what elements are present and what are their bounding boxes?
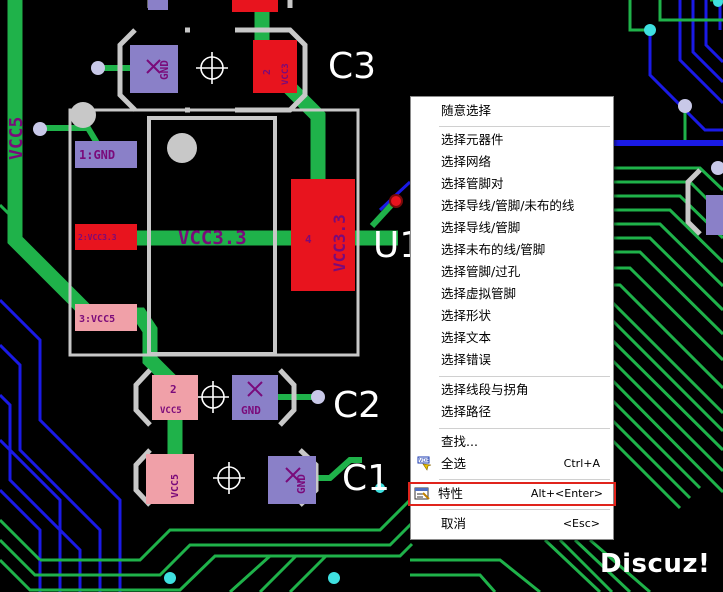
menu-item-select-segments-corners[interactable]: 选择线段与拐角: [441, 382, 529, 397]
c1-vcc-pad[interactable]: VCC5: [146, 454, 194, 504]
svg-text:VCC5: VCC5: [170, 474, 181, 498]
menu-item-select-shapes[interactable]: 选择形状: [441, 308, 492, 323]
menu-item-select-virtual-pins[interactable]: 选择虚拟管脚: [441, 286, 517, 301]
properties-icon: [414, 486, 431, 501]
menu-item-select-nets[interactable]: 选择网络: [441, 154, 492, 169]
watermark: Discuz!: [600, 549, 711, 579]
select-all-icon: VDR: [417, 456, 434, 471]
menu-item-select-text[interactable]: 选择文本: [441, 330, 492, 345]
top-red-pad: [232, 0, 278, 12]
c2-vcc-pad[interactable]: 2 VCC5: [152, 375, 198, 420]
svg-text:VDR: VDR: [419, 458, 430, 464]
menu-item-select-components[interactable]: 选择元器件: [441, 132, 504, 147]
c3-vcc-pad[interactable]: 2 VCC3: [253, 40, 297, 93]
svg-text:3:VCC5: 3:VCC5: [79, 314, 115, 325]
component-origins: [196, 52, 245, 494]
svg-text:2: 2: [262, 69, 273, 75]
menu-item-select-traces-pins[interactable]: 选择导线/管脚: [441, 220, 521, 235]
menu-item-select-pins-vias[interactable]: 选择管脚/过孔: [441, 264, 521, 279]
u1-pin3-pad[interactable]: 3:VCC5: [75, 304, 137, 331]
pin1-marker: [167, 133, 197, 163]
u1-pin1-pad[interactable]: 1:GND: [75, 141, 137, 168]
designator-c3: C3: [328, 46, 376, 87]
vias[interactable]: [33, 61, 723, 404]
menu-item-select-path[interactable]: 选择路径: [441, 404, 492, 419]
svg-text:VCC5: VCC5: [160, 406, 182, 416]
svg-text:1:GND: 1:GND: [79, 148, 115, 162]
menu-item-select-traces-pins-unrouted[interactable]: 选择导线/管脚/未布的线: [441, 198, 575, 213]
top-purple-pad: [148, 0, 168, 10]
svg-text:VCC3: VCC3: [281, 63, 291, 85]
c3-gnd-pad[interactable]: GND: [130, 45, 178, 93]
fiducial: [70, 102, 96, 128]
menu-item-find[interactable]: 查找...: [441, 434, 478, 449]
c2-gnd-pad[interactable]: GND: [232, 375, 278, 420]
net-label-vcc5: VCC5: [6, 117, 27, 160]
svg-text:2: 2: [170, 383, 177, 396]
menu-item-select-unrouted-pins[interactable]: 选择未布的线/管脚: [441, 242, 546, 257]
u1-pin4-pad[interactable]: 4: [291, 179, 355, 291]
net-label-vcc33: VCC3.3: [178, 227, 247, 249]
c1-gnd-pad[interactable]: GND: [268, 456, 316, 504]
designator-c2: C2: [333, 385, 381, 426]
cyan-vias[interactable]: [164, 0, 723, 584]
menu-item-cancel[interactable]: 取消<Esc>: [441, 516, 600, 531]
right-edge-pad: [706, 195, 723, 235]
designator-c1: C1: [342, 458, 390, 499]
menu-item-select-pin-pairs[interactable]: 选择管脚对: [441, 176, 504, 191]
net-label-vcc33-pad: VCC3.3: [330, 214, 349, 272]
svg-text:4: 4: [305, 233, 312, 246]
svg-text:GND: GND: [241, 404, 261, 417]
u1-pin2-pad[interactable]: 2:VCC3.3: [75, 224, 137, 250]
context-menu: 随意选择 选择元器件 选择网络 选择管脚对 选择导线/管脚/未布的线 选择导线/…: [408, 96, 616, 540]
svg-text:GND: GND: [158, 60, 171, 80]
selected-via[interactable]: [389, 194, 403, 208]
svg-text:2:VCC3.3: 2:VCC3.3: [78, 233, 117, 242]
menu-item-random-select[interactable]: 随意选择: [441, 103, 492, 118]
svg-text:GND: GND: [295, 474, 308, 494]
menu-item-select-errors[interactable]: 选择错误: [441, 352, 492, 367]
